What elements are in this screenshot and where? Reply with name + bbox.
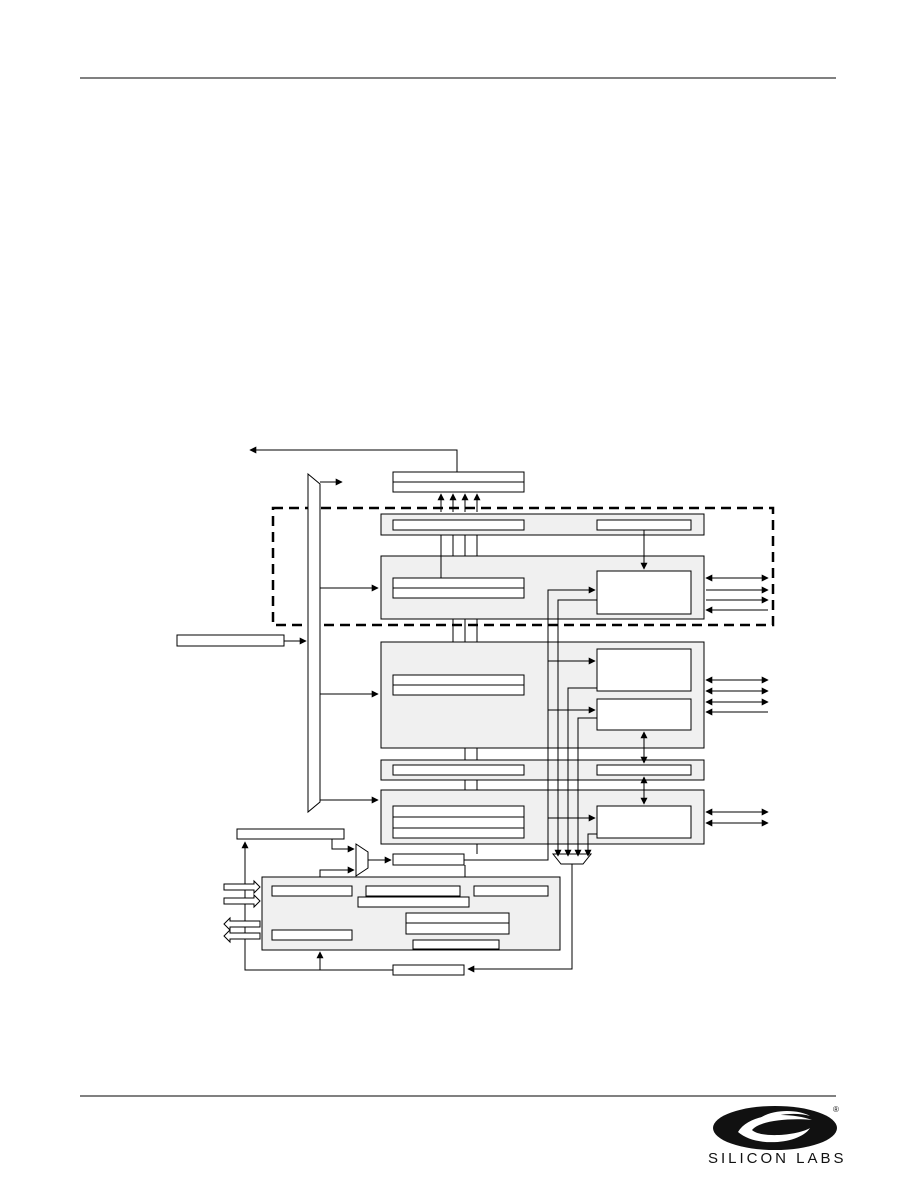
core-reg-4 [357, 896, 470, 908]
route-a-in [557, 599, 597, 853]
core-reg-1 [271, 885, 353, 897]
strip-2-left-register [392, 764, 525, 776]
vertical-bus [307, 472, 321, 814]
left-input-register [176, 634, 285, 647]
bottom-mux [551, 853, 593, 865]
hollow-arrow-out-2 [223, 928, 261, 944]
route-b2-in [577, 717, 597, 853]
block-c-function-box [596, 805, 692, 839]
silicon-labs-logo-mark: ® [713, 1105, 839, 1150]
core-reg-7 [412, 939, 500, 950]
mid-register [392, 853, 465, 866]
mid-register-line [464, 845, 549, 861]
route-b1-in [567, 687, 597, 853]
strip-1-right-register [596, 519, 692, 531]
hollow-arrow-in-2 [223, 893, 261, 909]
dashed-boundary [271, 506, 775, 627]
bottom-register [392, 964, 465, 976]
hollow-arrow-in-1 [223, 879, 261, 895]
strip-2-right-register [596, 764, 692, 776]
block-a-function-box [596, 570, 692, 615]
route-a-out [547, 586, 596, 845]
registered-mark: ® [833, 1105, 839, 1114]
upper-left-register [236, 828, 345, 840]
block-c-register [392, 805, 525, 839]
mux-feedback-line [467, 864, 573, 973]
silicon-labs-logo-text: SILICON LABS [708, 1150, 847, 1167]
small-mux [355, 843, 369, 877]
core-reg-6 [271, 929, 353, 941]
block-b-function-box-2 [596, 698, 692, 731]
core-reg-3 [473, 885, 549, 897]
core-reg-2 [365, 885, 461, 897]
top-output-line [249, 446, 458, 472]
hollow-arrow-out-1 [223, 916, 261, 932]
block-b-function-box-1 [596, 648, 692, 692]
strip-1-left-register [392, 519, 525, 531]
upper-left-register-line [331, 839, 355, 853]
small-mux-input [319, 866, 355, 877]
